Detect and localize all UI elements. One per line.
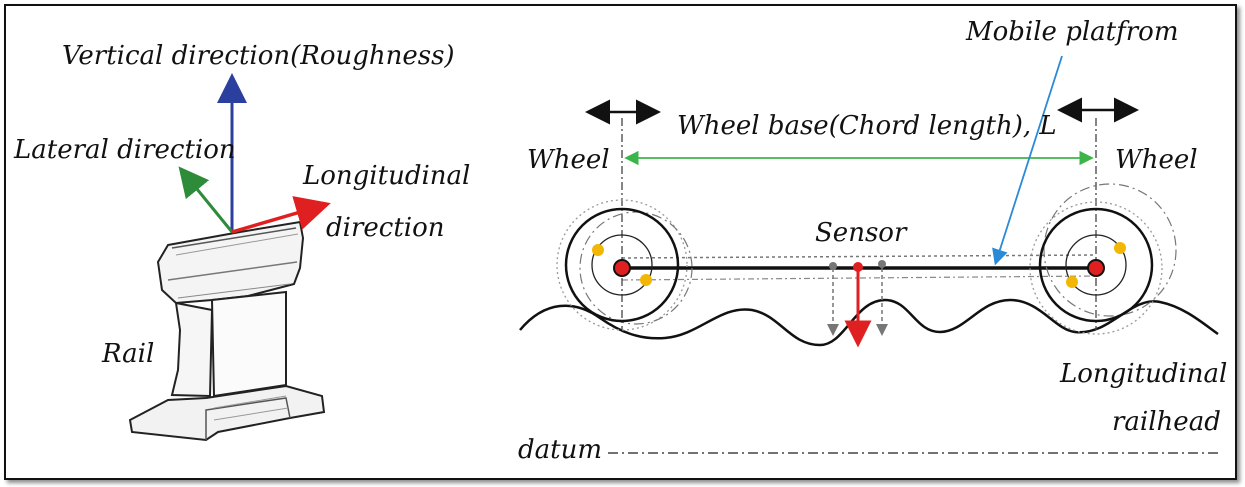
sensor-assembly bbox=[827, 260, 888, 348]
lateral-axis-arrow bbox=[178, 166, 234, 233]
wheel-base-label: Wheel base(Chord length), L bbox=[677, 111, 1057, 141]
platform-beam-ghost-2 bbox=[621, 275, 1097, 281]
longitudinal-direction-label-line1: Longitudinal bbox=[302, 161, 470, 191]
rail-drawing bbox=[128, 220, 326, 442]
lateral-direction-label: Lateral direction bbox=[13, 135, 236, 165]
left-wheel-label: Wheel bbox=[527, 145, 610, 175]
mobile-platform-label: Mobile platfrom bbox=[965, 17, 1178, 47]
railhead-label-line2: railhead bbox=[1112, 407, 1221, 437]
longitudinal-axis-arrow bbox=[231, 196, 331, 234]
rail-label: Rail bbox=[101, 339, 154, 369]
vertical-direction-label: Vertical direction(Roughness) bbox=[62, 41, 455, 71]
platform-beam-ghost-1 bbox=[621, 254, 1097, 259]
mobile-platform-pointer bbox=[992, 55, 1063, 266]
right-wheel bbox=[1029, 183, 1177, 335]
left-wheel bbox=[556, 199, 693, 331]
right-wheel-label: Wheel bbox=[1115, 145, 1198, 175]
datum-label: datum bbox=[518, 435, 602, 465]
sensor-label: Sensor bbox=[815, 218, 908, 248]
railhead-label-line1: Longitudinal bbox=[1059, 359, 1227, 389]
longitudinal-direction-label-line2: direction bbox=[326, 213, 445, 243]
railhead-profile bbox=[519, 298, 1219, 347]
